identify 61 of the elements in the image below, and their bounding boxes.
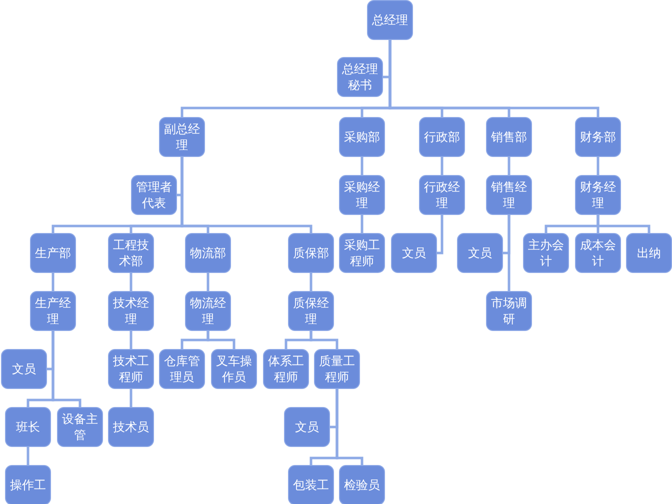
position-box: 管理者代表	[131, 175, 177, 215]
position-box: 设备主管	[57, 407, 103, 447]
position-box: 包装工	[288, 465, 334, 504]
connector-line	[177, 157, 184, 196]
position-box: 销售经理	[486, 175, 532, 215]
position-box: 销售部	[486, 117, 532, 157]
position-box: 体系工程师	[263, 349, 309, 389]
position-box: 技术经理	[108, 291, 154, 331]
connector-line	[47, 331, 54, 370]
connector-line	[596, 157, 600, 175]
position-box: 操作工	[5, 465, 51, 504]
position-box: 工程技术部	[108, 233, 154, 273]
connector-line	[596, 215, 650, 233]
position-box: 副总经理	[159, 117, 205, 157]
connector-line	[437, 215, 444, 254]
connector-line	[52, 273, 54, 291]
connector-line	[310, 331, 338, 349]
position-box: 质保部	[288, 233, 334, 273]
connector-line	[503, 215, 510, 254]
position-box: 物流经理	[185, 291, 231, 331]
position-box: 仓库管理员	[159, 349, 205, 389]
position-box: 主办会计	[523, 233, 569, 273]
connector-line	[206, 331, 236, 349]
position-box: 采购经理	[339, 175, 385, 215]
position-box: 叉车操作员	[211, 349, 257, 389]
position-box: 生产经理	[30, 291, 76, 331]
position-box: 文员	[391, 233, 437, 273]
connector-line	[26, 447, 30, 465]
connector-line	[383, 40, 392, 78]
connector-line	[360, 215, 364, 233]
connector-line	[206, 273, 210, 291]
position-box: 文员	[284, 407, 330, 447]
position-box: 生产部	[30, 233, 76, 273]
connector-line	[360, 157, 364, 175]
position-box: 采购工程师	[339, 233, 385, 273]
connector-line	[310, 273, 312, 291]
position-box: 物流部	[185, 233, 231, 273]
position-box: 班长	[5, 407, 51, 447]
position-box: 行政经理	[419, 175, 465, 215]
position-box: 文员	[457, 233, 503, 273]
connector-line	[130, 389, 132, 407]
position-box: 技术员	[108, 407, 154, 447]
position-box: 质量工程师	[314, 349, 360, 389]
position-box: 财务经理	[575, 175, 621, 215]
position-box: 检验员	[339, 465, 385, 504]
position-box: 技术工程师	[108, 349, 154, 389]
connector-line	[440, 157, 444, 175]
position-box: 财务部	[575, 117, 621, 157]
position-box: 行政部	[419, 117, 465, 157]
position-box: 文员	[1, 349, 47, 389]
position-box: 总经理秘书	[337, 57, 383, 97]
connector-line	[330, 389, 338, 428]
connector-line	[130, 331, 132, 349]
connector-line	[130, 273, 132, 291]
position-box: 市场调研	[486, 291, 532, 331]
position-box: 质保经理	[288, 291, 334, 331]
position-box: 出纳	[626, 233, 672, 273]
position-box: 采购部	[339, 117, 385, 157]
position-box: 总经理	[367, 0, 413, 40]
connector-line	[508, 157, 510, 175]
position-box: 成本会计	[575, 233, 621, 273]
